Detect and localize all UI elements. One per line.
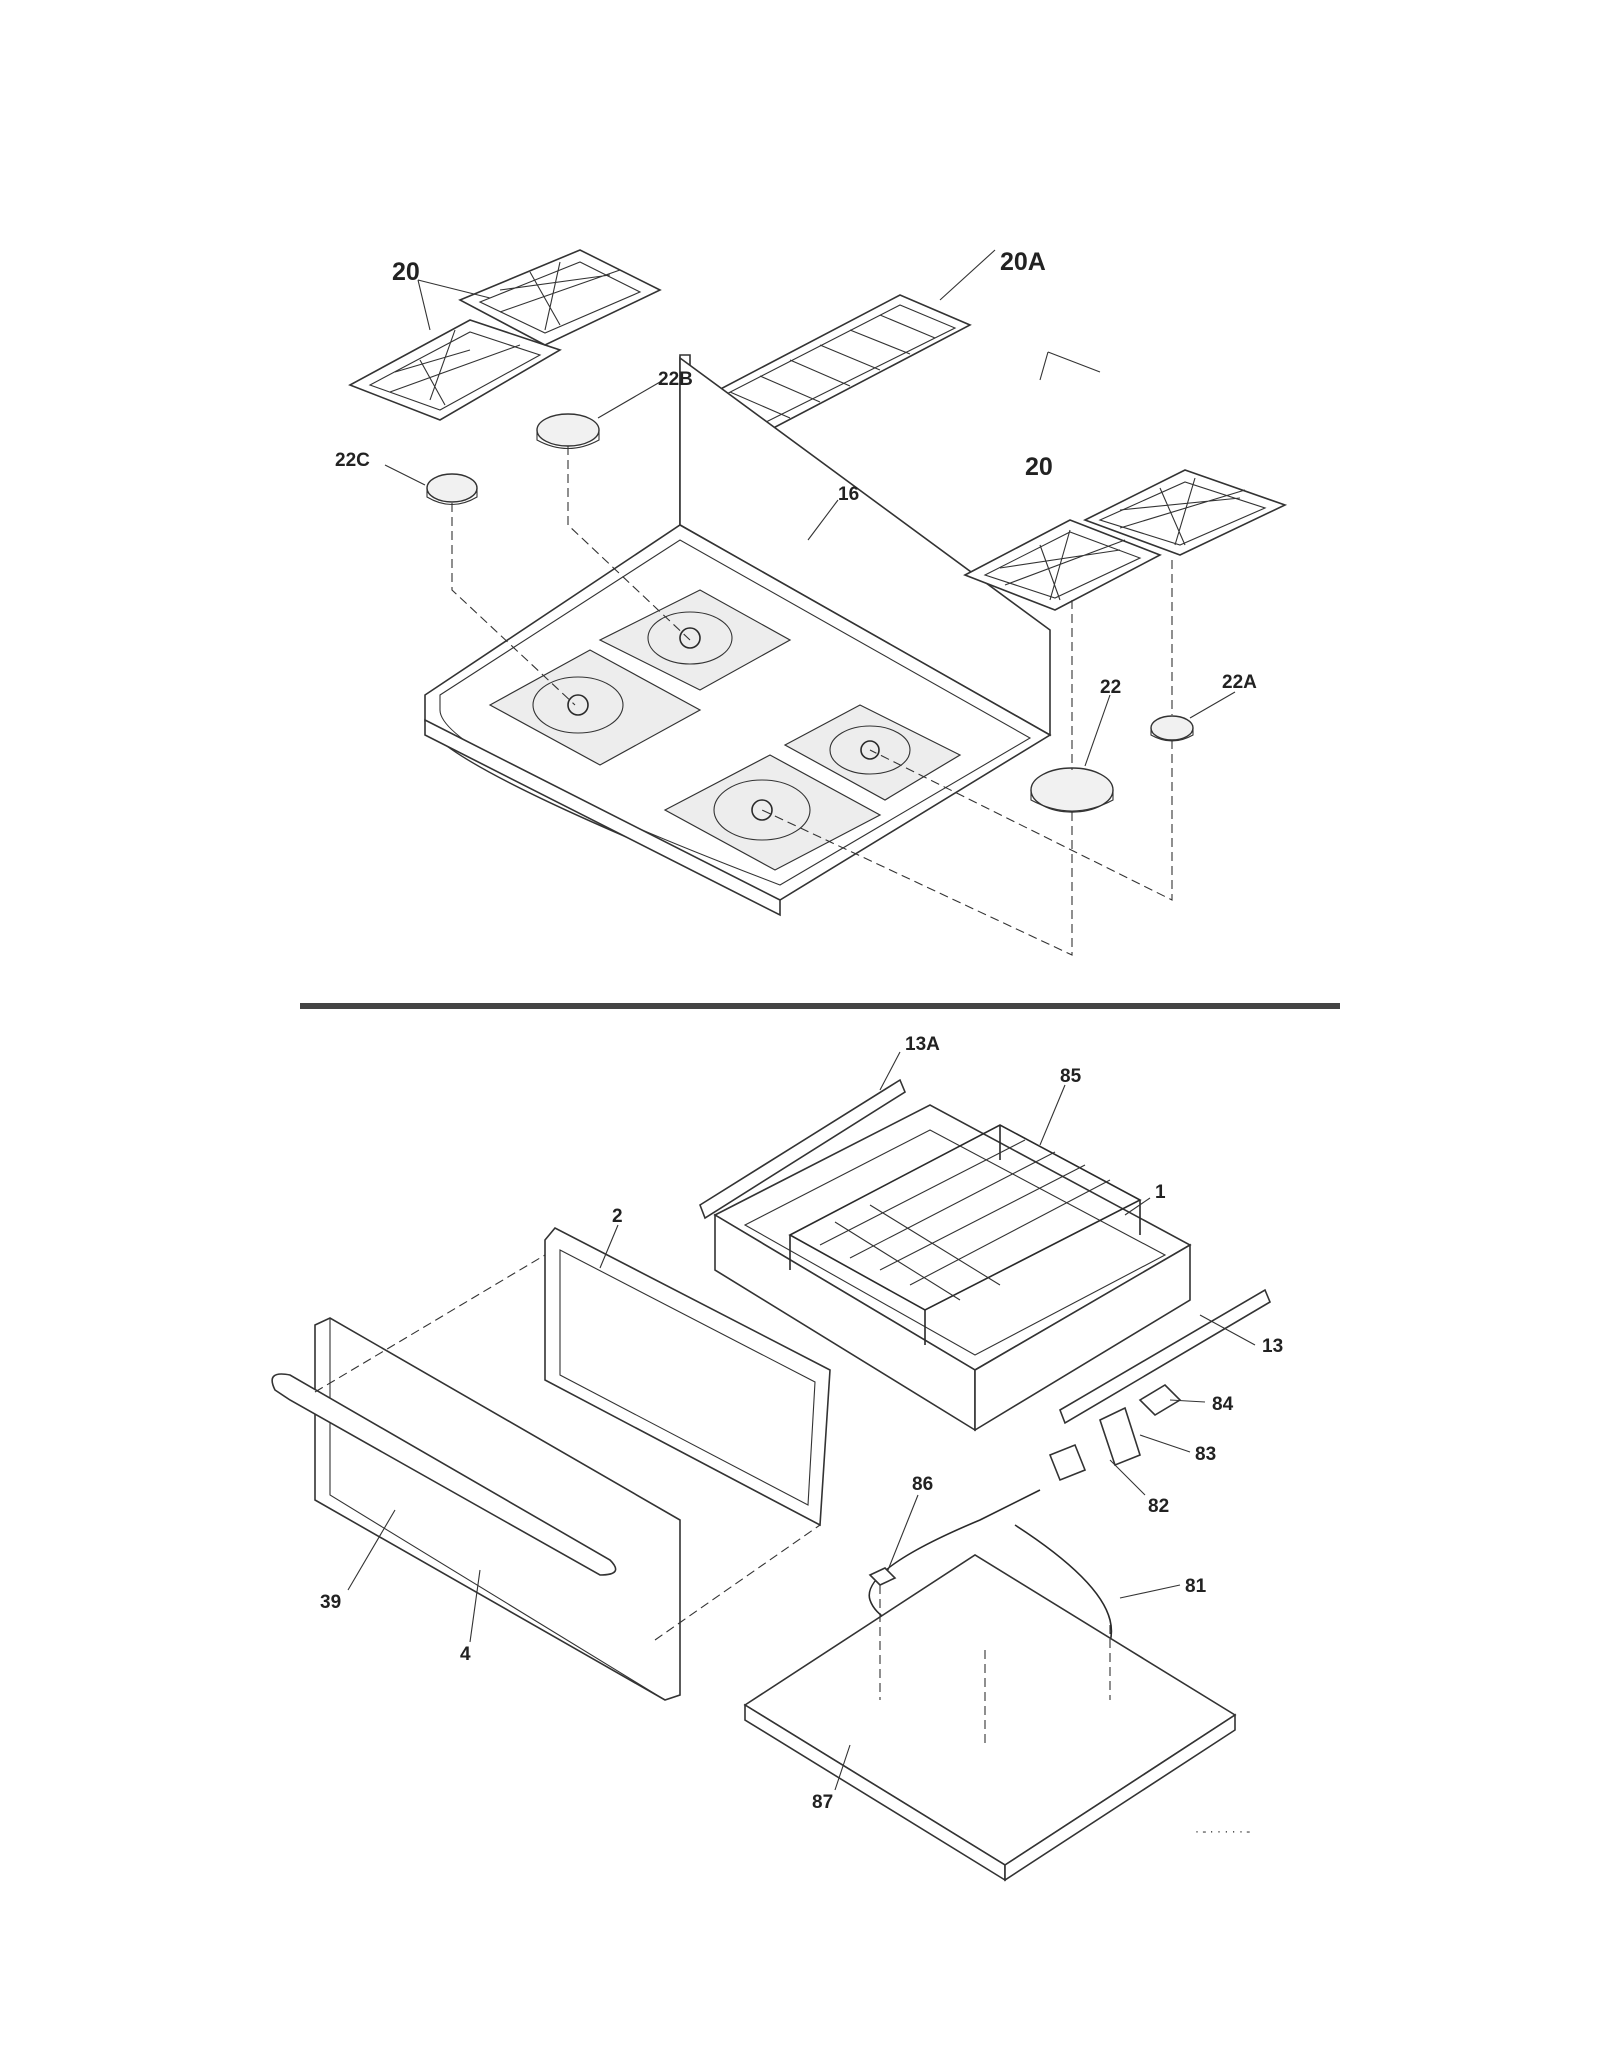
panel-2	[544, 1226, 831, 1527]
label-panel-2: 2	[612, 1206, 623, 1227]
section-divider	[300, 1003, 1340, 1009]
label-drawer-body-1: 1	[1155, 1182, 1166, 1203]
label-part-82: 82	[1148, 1496, 1169, 1517]
label-rack-85: 85	[1060, 1066, 1082, 1087]
label-grate-left: 20	[392, 258, 420, 286]
label-cap-22c: 22C	[335, 450, 370, 471]
slide-13a	[699, 1078, 906, 1220]
bottom-87	[743, 1554, 1237, 1882]
label-handle-39: 39	[320, 1592, 341, 1613]
label-grate-right: 20	[1025, 453, 1053, 481]
clip-86	[868, 1567, 897, 1586]
drawer-section: 13A 85 1 2 13 84 83 82 86 81 39 4 87 · ‐…	[271, 1034, 1283, 1882]
label-slide-13a: 13A	[905, 1034, 940, 1055]
label-grate-center: 20A	[1000, 248, 1046, 276]
label-part-84: 84	[1212, 1394, 1234, 1415]
burner-cap-22a	[1150, 715, 1194, 741]
slide-13	[1059, 1288, 1272, 1425]
burner-cap-22b	[536, 413, 600, 447]
label-front-4: 4	[460, 1644, 471, 1665]
label-part-86: 86	[912, 1474, 933, 1495]
label-element-81: 81	[1185, 1576, 1207, 1597]
burner-cap-22c	[426, 473, 478, 503]
grate-right-pair	[963, 469, 1288, 611]
part-83	[1099, 1406, 1141, 1467]
label-part-83: 83	[1195, 1444, 1216, 1465]
label-slide-13: 13	[1262, 1336, 1283, 1357]
label-bottom-87: 87	[812, 1792, 833, 1813]
part-82	[1048, 1443, 1087, 1482]
drawer-body-1	[713, 1104, 1192, 1432]
cooktop-section: 20 20A 20 22B 22C 16 22 22A	[335, 248, 1288, 956]
grate-center	[688, 294, 972, 436]
label-cap-22: 22	[1100, 677, 1121, 698]
cooktop-16	[424, 354, 1052, 917]
diagram-code: · ‐ · · · · · ‐	[1195, 1824, 1250, 1838]
handle-39	[271, 1373, 617, 1576]
grate-left-pair	[348, 249, 662, 421]
label-cap-22a: 22A	[1222, 672, 1257, 693]
part-84	[1138, 1383, 1182, 1417]
label-cap-22b: 22B	[658, 369, 693, 390]
label-cooktop: 16	[838, 484, 859, 505]
